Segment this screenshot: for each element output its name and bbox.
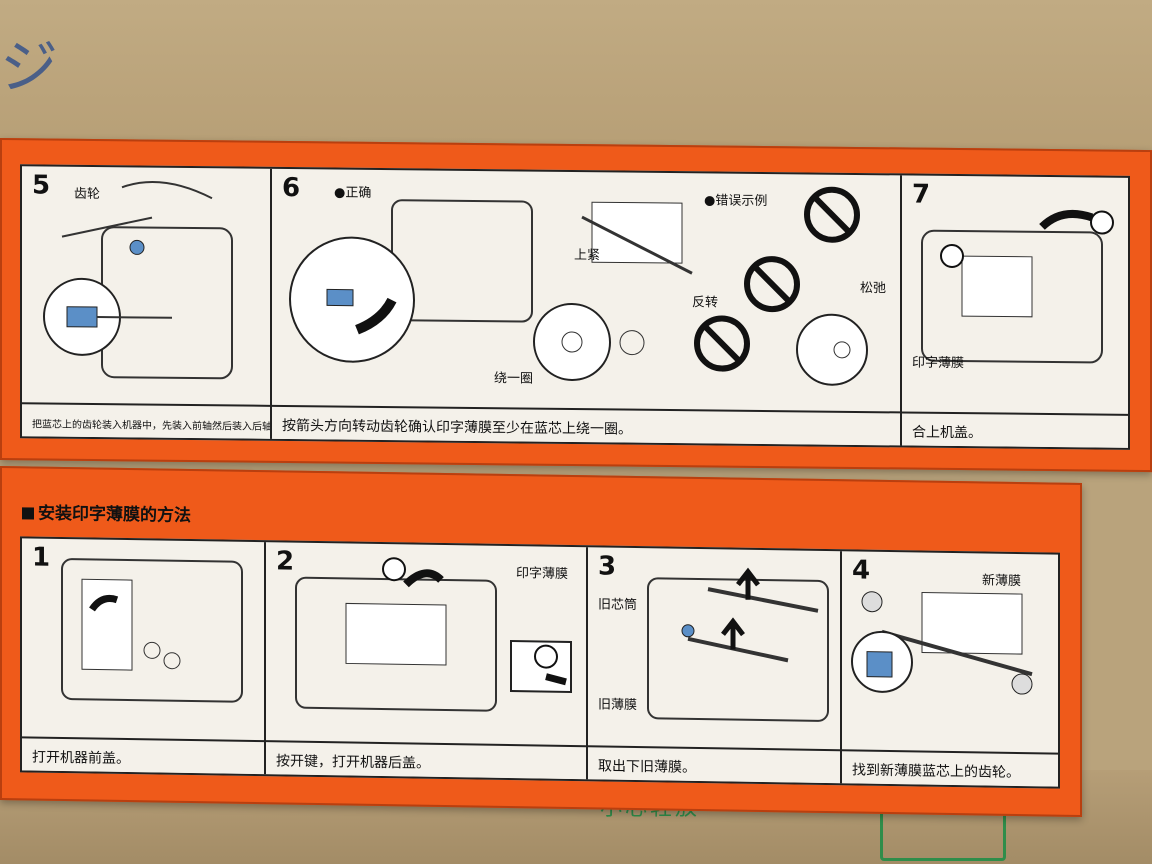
- background-print-top: ジ: [0, 33, 65, 101]
- step-6-illustration: [289, 186, 868, 386]
- step-number: 4: [852, 555, 871, 586]
- step-2-illustration: [295, 557, 572, 712]
- callout-correct: ●正确: [334, 185, 372, 201]
- step-3: 3 旧芯筒 旧薄膜 取出下旧薄膜。: [588, 547, 842, 784]
- step-number: 1: [32, 542, 51, 573]
- step-caption: 按箭头方向转动齿轮确认印字薄膜至少在蓝芯上绕一圈。: [272, 404, 900, 446]
- callout-new-film: 新薄膜: [982, 573, 1022, 590]
- step-4-illustration: [851, 591, 1033, 695]
- step-number: 5: [32, 170, 51, 201]
- step-3-illustration: [647, 567, 829, 722]
- step-1-illustration: [61, 558, 243, 703]
- step-caption: 合上机盖。: [902, 411, 1128, 448]
- step-1: 1 打开机器前盖。: [22, 538, 266, 775]
- top-instruction-panel: 5 齿轮 把蓝芯上的齿轮装入机器中，先装入前轴然后装入后轴。: [20, 164, 1130, 450]
- callout-one-turn: 绕一圈: [494, 371, 534, 387]
- callout-tight: 上紧: [574, 248, 601, 264]
- callout-loose: 松弛: [860, 281, 887, 297]
- background-cardboard-top: [0, 0, 1152, 150]
- step-number: 2: [276, 546, 295, 577]
- callout-reversed: 反转: [692, 295, 719, 311]
- step-7-illustration: [921, 209, 1114, 364]
- section-marker-icon: [22, 507, 34, 520]
- step-2: 2 印字薄膜 按开键，打开机器后盖。: [266, 542, 588, 780]
- callout-gear: 齿轮: [74, 186, 101, 203]
- step-caption: 按开键，打开机器后盖。: [266, 740, 586, 780]
- step-number: 3: [598, 551, 617, 582]
- step-6: 6 ●正确 ●错误示例 上紧 反转 松弛 绕一圈 按箭头方向转动齿轮确认印字薄膜…: [272, 168, 902, 446]
- callout-old-film: 旧薄膜: [598, 697, 638, 714]
- callout-old-core: 旧芯筒: [598, 597, 638, 614]
- step-5-illustration: [43, 181, 233, 380]
- bottom-box: 安装印字薄膜的方法 1 打开机器前盖。: [0, 466, 1082, 817]
- step-caption: 把蓝芯上的齿轮装入机器中，先装入前轴然后装入后轴。: [22, 402, 270, 439]
- step-7: 7 印字薄膜 合上机盖。: [902, 175, 1128, 448]
- step-number: 7: [912, 179, 931, 210]
- callout-wrong-example: ●错误示例: [704, 193, 768, 210]
- top-box: 5 齿轮 把蓝芯上的齿轮装入机器中，先装入前轴然后装入后轴。: [0, 138, 1152, 473]
- step-number: 6: [282, 172, 301, 204]
- step-5: 5 齿轮 把蓝芯上的齿轮装入机器中，先装入前轴然后装入后轴。: [22, 166, 272, 439]
- step-4: 4 新薄膜 找到新薄膜蓝芯上的齿轮。: [842, 551, 1058, 787]
- step-caption: 打开机器前盖。: [22, 736, 264, 775]
- step-caption: 取出下旧薄膜。: [588, 745, 840, 784]
- section-title: 安装印字薄膜的方法: [22, 498, 191, 526]
- bottom-instruction-panel: 1 打开机器前盖。 2 印字薄膜 按开键，打开机器后盖。: [20, 536, 1060, 789]
- step-caption: 找到新薄膜蓝芯上的齿轮。: [842, 749, 1058, 787]
- callout-film: 印字薄膜: [912, 355, 965, 372]
- callout-film: 印字薄膜: [516, 566, 569, 582]
